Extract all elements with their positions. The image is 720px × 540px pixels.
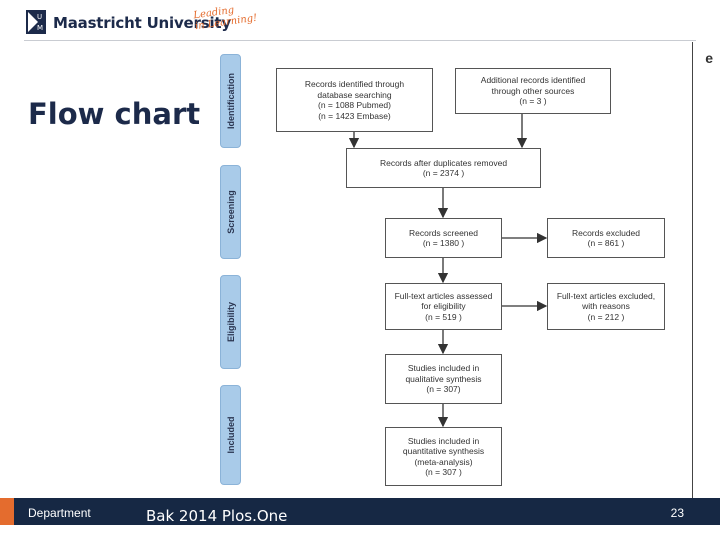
box-duplicates-removed: Records after duplicates removed (n = 23… xyxy=(346,148,541,188)
footer-department: Department xyxy=(28,506,91,520)
university-name: Maastricht University xyxy=(53,14,231,32)
box-fulltext-excluded: Full-text articles excluded, with reason… xyxy=(547,283,665,330)
box-records-excluded: Records excluded (n = 861 ) xyxy=(547,218,665,258)
box-database-search: Records identified through database sear… xyxy=(276,68,433,132)
footer-bar xyxy=(0,498,720,525)
svg-text:M: M xyxy=(37,24,43,32)
page-title: Flow chart xyxy=(28,97,201,131)
stage-screening: Screening xyxy=(220,165,241,259)
box-quantitative-synthesis: Studies included in quantitative synthes… xyxy=(385,427,502,486)
header-divider xyxy=(24,40,696,41)
stage-eligibility: Eligibility xyxy=(220,275,241,369)
footer-accent xyxy=(0,498,14,525)
university-logo-icon: U M xyxy=(26,10,46,34)
page-number: 23 xyxy=(670,506,684,520)
box-qualitative-synthesis: Studies included in qualitative synthesi… xyxy=(385,354,502,404)
box-other-sources: Additional records identified through ot… xyxy=(455,68,611,114)
svg-text:U: U xyxy=(37,13,42,21)
footer-citation: Bak 2014 Plos.One xyxy=(146,507,288,525)
box-fulltext-assessed: Full-text articles assessed for eligibil… xyxy=(385,283,502,330)
university-tagline: Leading in Learning! xyxy=(192,4,258,33)
box-records-screened: Records screened (n = 1380 ) xyxy=(385,218,502,258)
figure-border xyxy=(692,42,693,498)
figure-edge-letter: e xyxy=(705,50,713,66)
stage-included: Included xyxy=(220,385,241,485)
stage-identification: Identification xyxy=(220,54,241,148)
